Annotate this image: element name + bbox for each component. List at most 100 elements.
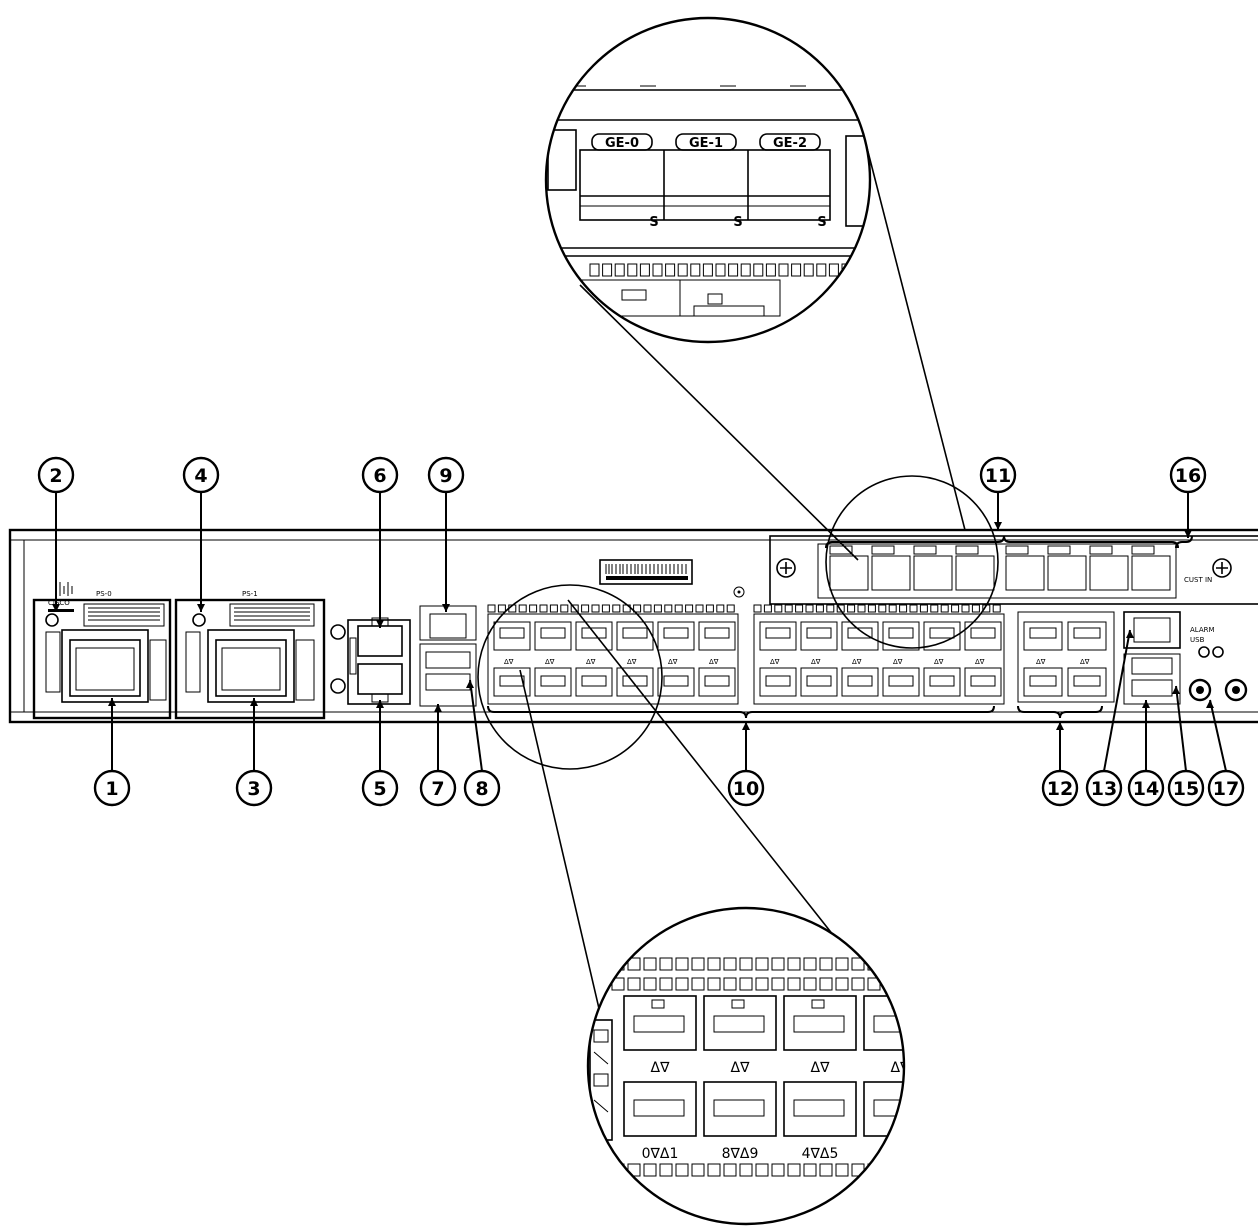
sfp-port-lower[interactable]: [657, 667, 695, 697]
callout-2: 2: [37, 456, 75, 612]
tengig-port[interactable]: [1047, 555, 1087, 591]
tengig-port[interactable]: [829, 555, 869, 591]
sfp-port-arrow: Δ∇: [975, 658, 985, 666]
callout-14: 14: [1127, 700, 1165, 807]
callout-9: 9: [427, 456, 465, 612]
sfp-port-arrow: Δ∇: [545, 658, 555, 666]
sfp-port-arrow: Δ∇: [709, 658, 719, 666]
sfp-port-lower[interactable]: [759, 667, 797, 697]
zoom-region-sfp: [477, 584, 663, 770]
callout-number: 7: [431, 778, 444, 800]
zoom-top-mark: S: [733, 215, 742, 230]
sfp-port-upper[interactable]: [534, 621, 572, 651]
callout-number: 3: [247, 778, 260, 800]
callout-16: 16: [1169, 456, 1207, 538]
sfp-port-upper[interactable]: [1023, 621, 1063, 651]
sfp-port-upper[interactable]: [493, 621, 531, 651]
sfp-port-upper[interactable]: [964, 621, 1002, 651]
callout-7: 7: [419, 704, 457, 807]
callout-11: 11: [979, 456, 1017, 530]
sfp-port-upper[interactable]: [759, 621, 797, 651]
zoom-top-port-label: GE-1: [689, 136, 723, 151]
callout-number: 4: [194, 465, 207, 487]
zoom-top-mark: S: [649, 215, 658, 230]
sfp-port-upper[interactable]: [698, 621, 736, 651]
barcode-label: [599, 559, 693, 585]
sfp-port-lower[interactable]: [698, 667, 736, 697]
sfp-port-lower[interactable]: [1023, 667, 1063, 697]
sfp-port-lower[interactable]: [616, 667, 654, 697]
callout-number: 2: [49, 465, 62, 487]
sfp-port-lower[interactable]: [882, 667, 920, 697]
ps1-label: PS-1: [242, 590, 258, 598]
callout-number: 15: [1173, 778, 1199, 800]
zoom-top-port-label: GE-2: [773, 136, 807, 151]
usb-label: USB: [1190, 636, 1205, 644]
callout-3: 3: [235, 698, 273, 807]
callout-10: 10: [727, 722, 765, 807]
bracket-lines: [487, 535, 1193, 719]
sfp-port-lower[interactable]: [493, 667, 531, 697]
sfp-port-upper[interactable]: [800, 621, 838, 651]
tengig-port[interactable]: [871, 555, 911, 591]
callout-12: 12: [1041, 722, 1079, 807]
zoom-bottom-port-label: 4∇Δ5: [802, 1146, 839, 1162]
callout-1: 1: [93, 698, 131, 807]
callout-5: 5: [361, 700, 399, 807]
tengig-port[interactable]: [1089, 555, 1129, 591]
sfp-port-upper[interactable]: [1067, 621, 1107, 651]
sfp-port-arrow: Δ∇: [668, 658, 678, 666]
sfp-port-upper[interactable]: [657, 621, 695, 651]
callout-number: 1: [105, 778, 118, 800]
zoom-leader-lines: [519, 139, 966, 1091]
tengig-port[interactable]: [1005, 555, 1045, 591]
sfp-port-upper[interactable]: [841, 621, 879, 651]
sfp-port-arrow: Δ∇: [934, 658, 944, 666]
callout-number: 11: [985, 465, 1011, 487]
tengig-port[interactable]: [1131, 555, 1171, 591]
sfp-port-upper[interactable]: [882, 621, 920, 651]
sfp-port-arrow: Δ∇: [811, 658, 821, 666]
callout-17: 17: [1206, 699, 1245, 807]
sfp-port-lower[interactable]: [964, 667, 1002, 697]
management-ports: [330, 605, 477, 707]
zoom-bottom-arrow: Δ∇: [731, 1060, 751, 1076]
callout-number: 12: [1047, 778, 1073, 800]
sfp-port-arrow: Δ∇: [893, 658, 903, 666]
right-panel-controls: ALARM USB CUST IN: [776, 558, 1248, 705]
sfp-port-upper[interactable]: [923, 621, 961, 651]
tengig-port[interactable]: [955, 555, 995, 591]
sfp-port-lower[interactable]: [923, 667, 961, 697]
callout-number: 16: [1175, 465, 1201, 487]
sfp-port-arrow: Δ∇: [1080, 658, 1090, 666]
zoom-bottom-arrow: Δ∇: [651, 1060, 671, 1076]
callout-15: 15: [1167, 685, 1205, 807]
callout-number: 6: [373, 465, 386, 487]
sfp-port-group: Δ∇Δ∇Δ∇Δ∇Δ∇Δ∇Δ∇Δ∇Δ∇Δ∇Δ∇Δ∇Δ∇Δ∇: [487, 604, 1107, 705]
sfp-port-arrow: Δ∇: [586, 658, 596, 666]
cisco-logo-text: CISCO: [48, 599, 70, 607]
sfp-port-lower[interactable]: [800, 667, 838, 697]
zoom-top-mark: S: [817, 215, 826, 230]
sfp-port-arrow: Δ∇: [1036, 658, 1046, 666]
callout-number: 17: [1213, 778, 1239, 800]
zoom-region-tengig: [825, 475, 999, 649]
zoom-bottom-port-label: 0∇Δ1: [642, 1146, 679, 1162]
tengig-port[interactable]: [913, 555, 953, 591]
sfp-port-lower[interactable]: [534, 667, 572, 697]
sfp-port-lower[interactable]: [1067, 667, 1107, 697]
power-supply-1: PS-1: [174, 590, 326, 720]
sfp-port-arrow: Δ∇: [852, 658, 862, 666]
cisco-logo: CISCO: [48, 582, 74, 612]
callout-number: 14: [1133, 778, 1159, 800]
callout-6: 6: [361, 456, 399, 628]
sfp-port-lower[interactable]: [575, 667, 613, 697]
sfp-port-upper[interactable]: [575, 621, 613, 651]
callout-number: 9: [439, 465, 452, 487]
sfp-port-lower[interactable]: [841, 667, 879, 697]
callout-number: 5: [373, 778, 386, 800]
